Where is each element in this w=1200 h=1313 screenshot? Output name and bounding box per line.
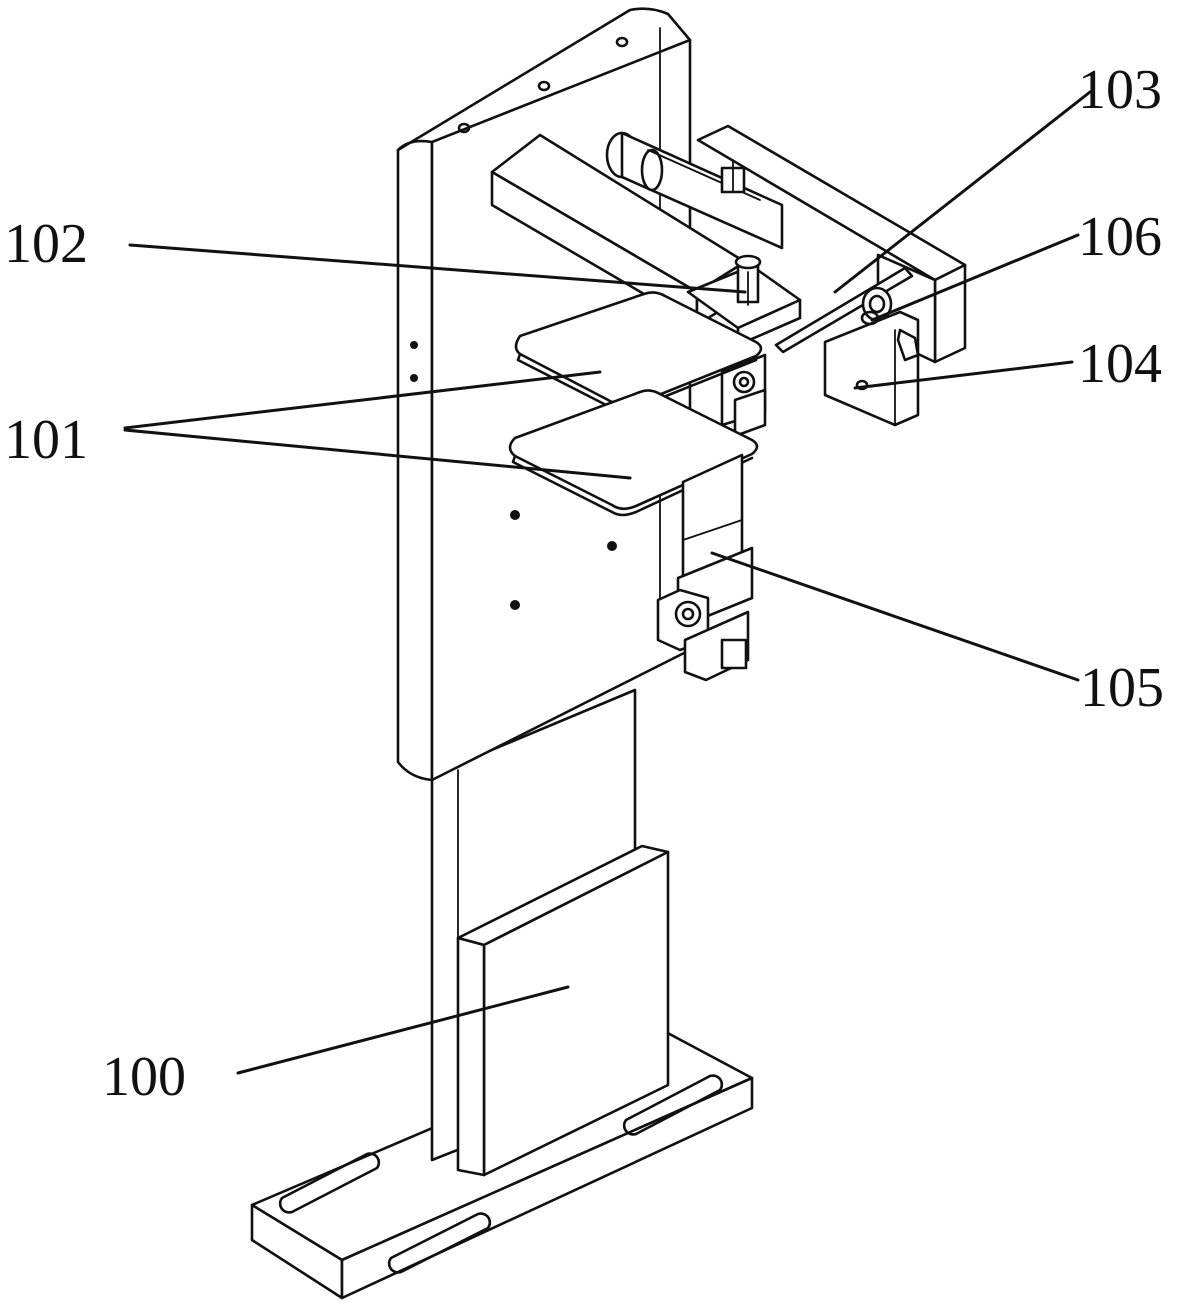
leader-103 [833, 90, 1092, 294]
cylinder [605, 131, 784, 250]
reference-labels: 102 101 103 106 104 105 100 [4, 59, 1164, 1108]
lower-column [430, 688, 670, 1177]
leader-106 [870, 233, 1080, 322]
label-105: 105 [1080, 657, 1164, 719]
leader-101-b [123, 428, 632, 480]
leader-lines [123, 90, 1092, 1075]
sensor-block [823, 310, 920, 427]
label-106: 106 [1078, 206, 1162, 268]
side-bracket [720, 353, 767, 438]
label-103: 103 [1078, 59, 1162, 121]
mounting-slot [278, 1074, 724, 1274]
leader-101-a [123, 370, 602, 430]
slide-bar [490, 133, 747, 327]
label-104: 104 [1078, 333, 1162, 395]
leader-100 [236, 985, 570, 1075]
label-102: 102 [4, 213, 88, 275]
leader-104 [853, 360, 1074, 390]
leader-105 [710, 551, 1080, 682]
bolt [720, 159, 746, 194]
leader-102 [128, 243, 747, 294]
label-101: 101 [4, 409, 88, 471]
label-100: 100 [102, 1046, 186, 1108]
